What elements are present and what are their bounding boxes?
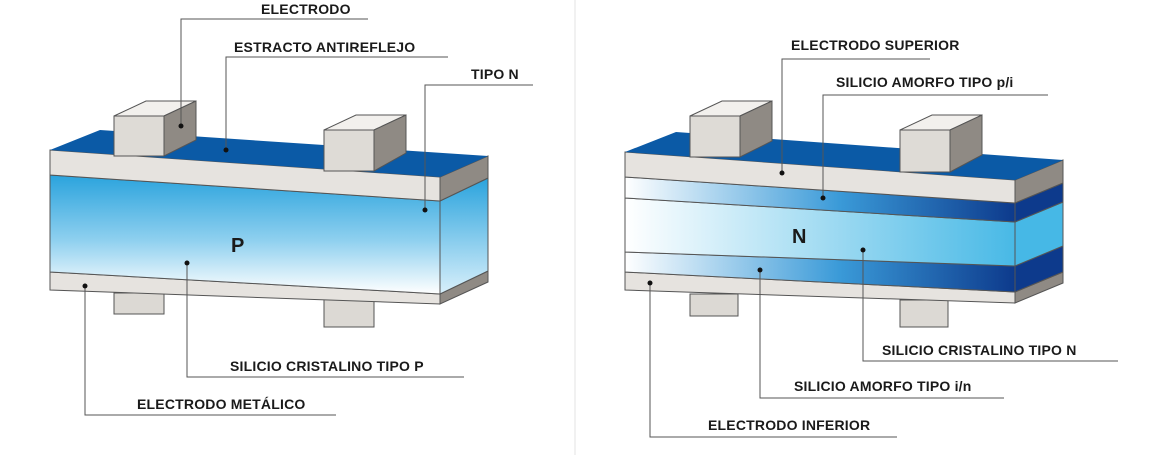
label-n-silicon: SILICIO CRISTALINO TIPO N [882,342,1077,358]
right-cell-label: N [792,226,806,248]
right-bottom-electrode-feet [689,293,949,328]
label-amorphous-in: SILICIO AMORFO TIPO i/n [794,378,972,394]
left-solar-cell: P [49,100,489,328]
left-leaders [82,18,533,416]
label-antireflective: ESTRACTO ANTIREFLEJO [234,39,415,55]
right-top-electrodes [689,100,983,173]
left-top-electrodes [113,100,407,172]
right-leaders [647,58,1118,438]
right-solar-cell: N [624,100,1064,328]
label-n-type: TIPO N [471,66,519,82]
label-top-electrode: ELECTRODO SUPERIOR [791,37,960,53]
label-amorphous-pi: SILICIO AMORFO TIPO p/i [836,74,1014,90]
label-bottom-electrode: ELECTRODO INFERIOR [708,417,870,433]
label-electrode: ELECTRODO [261,1,351,17]
left-cell-label: P [231,235,244,257]
label-metal-electrode: ELECTRODO METÁLICO [137,396,305,412]
label-p-silicon: SILICIO CRISTALINO TIPO P [230,358,424,374]
